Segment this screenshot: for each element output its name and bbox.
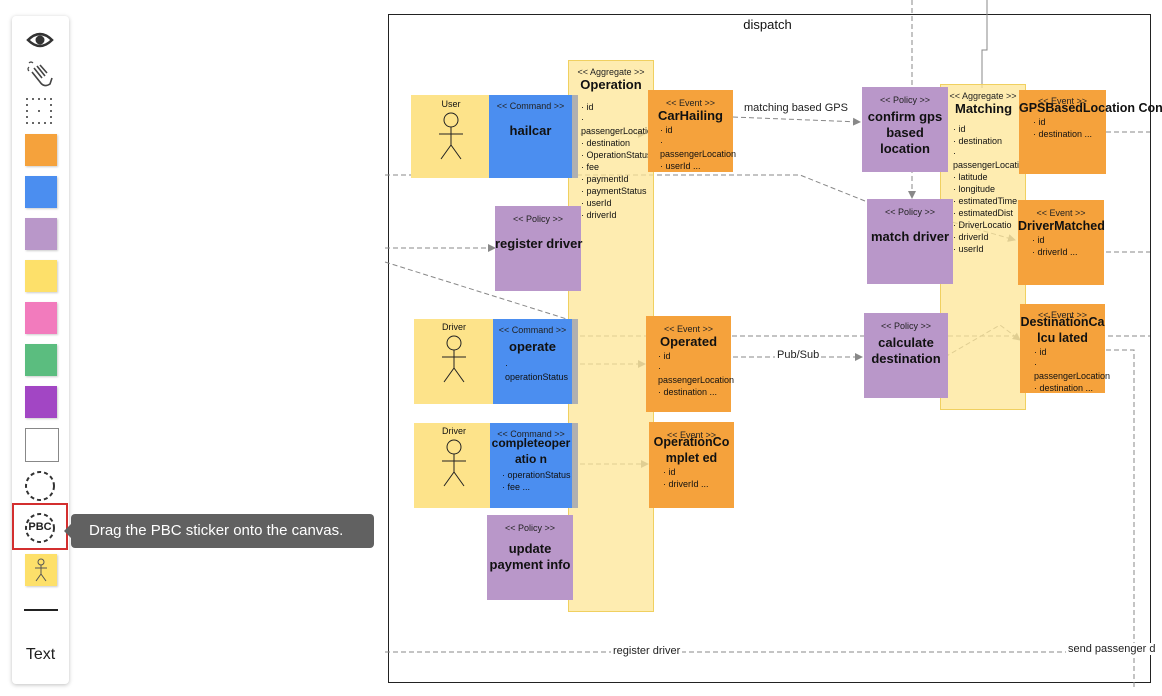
edge-label-pubsub: Pub/Sub — [775, 349, 822, 361]
bounded-context-sticker[interactable] — [25, 428, 59, 462]
policy-sticker[interactable] — [25, 218, 57, 250]
edge-label-register: register driver — [611, 645, 683, 657]
person-icon — [442, 335, 466, 383]
actor-label: User — [441, 99, 461, 109]
event-carhailing[interactable]: << Event >> CarHailing · id· passengerLo… — [648, 90, 737, 172]
policy-name: calculate destination — [871, 335, 941, 366]
edge-label-matching: matching based GPS — [742, 102, 850, 114]
event-fields: · id· passengerLocation· destination ... — [658, 351, 735, 397]
event-name: DriverMatched — [1018, 219, 1105, 233]
actor-label: Driver — [442, 322, 466, 332]
policy-confirm-gps[interactable]: << Policy >> confirm gps based location — [862, 87, 948, 172]
policy-calculate-destination[interactable]: << Policy >> calculate destination — [864, 313, 948, 398]
command-name: operate — [509, 339, 556, 354]
aggregate-fields: · id· destination· passengerLocation· la… — [953, 124, 1030, 254]
sticker-toolbar: PBC Text — [12, 16, 69, 684]
event-name: GPSBasedLocation Confirmed — [1019, 101, 1162, 115]
event-fields: · id· driverId ... — [1032, 235, 1078, 257]
command-operate[interactable]: << Command >> operate · operationStatus — [493, 319, 578, 404]
command-sticker[interactable] — [25, 176, 57, 208]
event-sticker[interactable] — [25, 134, 57, 166]
actor-label: Driver — [442, 426, 466, 436]
aggregate-name: Matching — [955, 101, 1013, 116]
actor-driver[interactable]: Driver — [414, 319, 494, 404]
event-fields: · id· destination ... — [1033, 117, 1093, 139]
dashed-circle-icon[interactable] — [22, 468, 58, 504]
event-stereotype: << Event >> — [666, 430, 717, 440]
command-stereotype: << Command >> — [497, 429, 565, 439]
aggregate-operation[interactable]: << Aggregate >> Operation · id· passenge… — [568, 60, 658, 612]
policy-stereotype: << Policy >> — [884, 207, 936, 217]
policy-stereotype: << Policy >> — [879, 95, 931, 105]
pbc-label: PBC — [28, 521, 52, 533]
text-tool[interactable]: Text — [25, 646, 56, 663]
event-stereotype: << Event >> — [1037, 310, 1088, 320]
policy-name: register driver — [495, 236, 583, 251]
event-name: OperationComplet ed — [653, 435, 730, 465]
aggregate-stereotype: << Aggregate >> — [577, 67, 645, 77]
aggregate-stereotype: << Aggregate >> — [949, 91, 1017, 101]
policy-name: update payment info — [489, 541, 571, 572]
bounded-context-title: dispatch — [743, 17, 792, 32]
hand-gesture-icon[interactable] — [22, 58, 58, 94]
person-icon — [442, 439, 466, 487]
event-name: DestinationCalcu lated — [1020, 315, 1105, 345]
actor-icon — [35, 558, 47, 582]
command-stereotype: << Command >> — [498, 325, 567, 335]
policy-update-payment-info[interactable]: << Policy >> update payment info — [487, 515, 573, 600]
policy-stereotype: << Policy >> — [880, 321, 932, 331]
policy-match-driver[interactable]: << Policy >> match driver — [867, 199, 953, 284]
policy-register-driver[interactable]: << Policy >> register driver — [495, 206, 583, 291]
aggregate-fields: · id· passengerLocation· destination· Op… — [581, 102, 658, 220]
actor-driver[interactable]: Driver — [414, 423, 494, 508]
command-name: completeoperatio n — [491, 436, 571, 466]
event-destinationcalculated[interactable]: << Event >> DestinationCalcu lated · id·… — [1020, 304, 1111, 393]
event-stereotype: << Event >> — [1037, 96, 1088, 106]
bounded-context-dispatch[interactable] — [388, 14, 1151, 683]
command-field: · operationStatus — [505, 360, 569, 382]
event-fields: · id· passengerLocation· destination ... — [1034, 347, 1111, 393]
event-name: CarHailing — [657, 108, 723, 123]
readmodel-sticker[interactable] — [25, 344, 57, 376]
tooltip: Drag the PBC sticker onto the canvas. — [71, 514, 374, 548]
line-tool[interactable] — [24, 609, 58, 611]
event-fields: · id· driverId ... — [663, 467, 709, 489]
policy-stereotype: << Policy >> — [504, 523, 556, 533]
command-hailcar[interactable]: << Command >> hailcar — [489, 95, 578, 178]
command-fields: · operationStatus· fee ... — [502, 470, 571, 492]
event-stereotype: << Event >> — [1036, 208, 1086, 218]
aggregate-matching[interactable]: << Aggregate >> Matching · id· destinati… — [940, 84, 1030, 410]
eye-icon[interactable] — [22, 22, 58, 58]
event-name: Operated — [659, 334, 718, 349]
event-gpsbasedlocationconfirmed[interactable]: << Event >> GPSBasedLocation Confirmed ·… — [1019, 90, 1162, 174]
actor-user[interactable]: User — [411, 95, 491, 178]
event-stereotype: << Event >> — [665, 98, 716, 108]
aggregate-name: Operation — [580, 77, 642, 92]
external-sticker[interactable] — [25, 302, 57, 334]
pbc-sticker[interactable]: PBC — [22, 510, 58, 546]
policy-stereotype: << Policy >> — [512, 214, 564, 224]
grid-select-icon[interactable] — [22, 94, 58, 130]
policy-name: confirm gps based location — [867, 109, 943, 156]
tooltip-arrow — [64, 524, 71, 538]
policy-name: match driver — [870, 229, 950, 244]
event-operationcompleted[interactable]: << Event >> OperationComplet ed · id· dr… — [649, 422, 734, 508]
actor-sticker[interactable] — [25, 554, 57, 586]
command-completeoperation[interactable]: << Command >> completeoperatio n · opera… — [490, 423, 578, 508]
event-fields: · id· passengerLocation· userId ... — [660, 125, 737, 171]
edge-label-send: send passenger d — [1066, 643, 1156, 655]
command-stereotype: << Command >> — [496, 101, 565, 111]
aggregate-sticker[interactable] — [25, 260, 57, 292]
event-operated[interactable]: << Event >> Operated · id· passengerLoca… — [646, 316, 735, 412]
ui-sticker[interactable] — [25, 386, 57, 418]
command-name: hailcar — [509, 123, 552, 138]
event-drivermatched[interactable]: << Event >> DriverMatched · id· driverId… — [1018, 200, 1105, 285]
person-icon — [439, 112, 463, 160]
event-stereotype: << Event >> — [663, 324, 714, 334]
